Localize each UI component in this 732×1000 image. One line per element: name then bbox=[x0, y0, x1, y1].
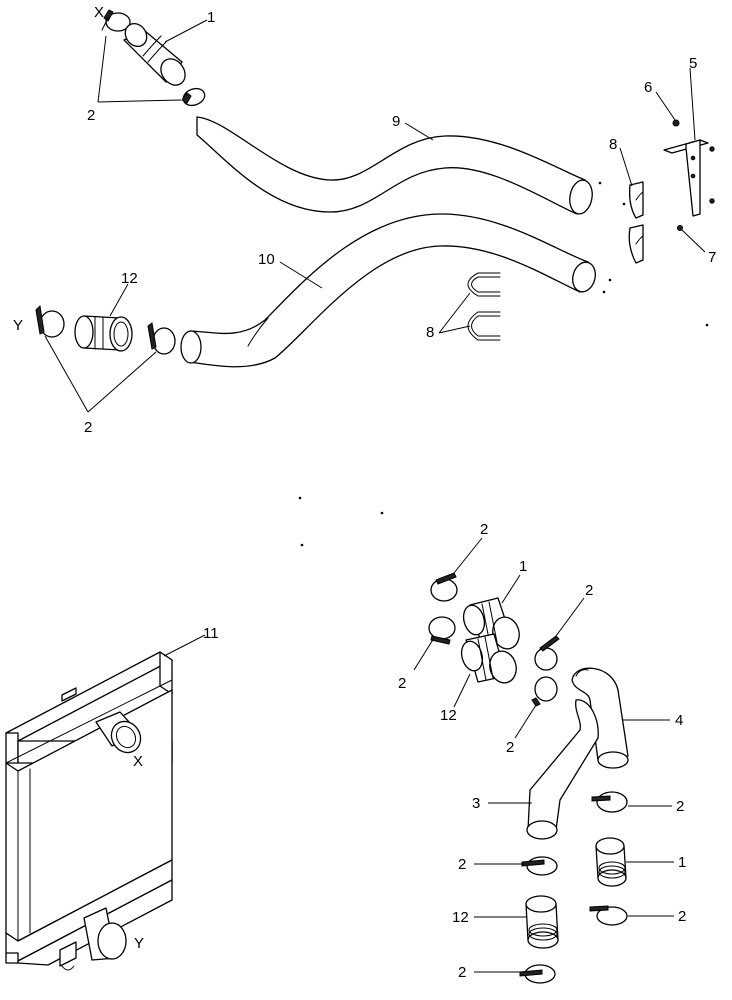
clamp-hose-upper bbox=[181, 87, 206, 107]
leader-11 bbox=[163, 634, 206, 657]
label-8: 8 bbox=[426, 324, 434, 341]
label-2: 2 bbox=[458, 856, 466, 873]
intercooler-outlet-x bbox=[95, 711, 142, 754]
hose-coupling-lower-1 bbox=[462, 597, 520, 650]
u-bolt-upper bbox=[467, 272, 501, 297]
label-7: 7 bbox=[708, 249, 716, 266]
clamp-lower-7 bbox=[589, 905, 628, 926]
clamp-y bbox=[35, 304, 65, 338]
clamp-hose-lower bbox=[147, 322, 176, 355]
bracket bbox=[663, 139, 715, 217]
label-12: 12 bbox=[440, 707, 457, 724]
hose-coupling-top bbox=[123, 22, 186, 86]
label-10: 10 bbox=[258, 251, 275, 268]
label-2: 2 bbox=[480, 521, 488, 538]
label-2: 2 bbox=[458, 964, 466, 981]
hose-coupling-lower-1b bbox=[595, 837, 627, 887]
label-x: X bbox=[94, 4, 104, 21]
hose-coupling-lower-12b bbox=[525, 895, 559, 949]
bolt bbox=[672, 119, 680, 127]
u-bolt-lower bbox=[467, 311, 501, 341]
label-2: 2 bbox=[398, 675, 406, 692]
nut bbox=[677, 225, 683, 231]
leader-lines-upper bbox=[44, 19, 706, 413]
label-6: 6 bbox=[644, 79, 652, 96]
label-11: 11 bbox=[203, 625, 219, 642]
label-2: 2 bbox=[678, 908, 686, 925]
stray-dots bbox=[298, 181, 709, 547]
label-2: 2 bbox=[84, 419, 92, 436]
clamp-lower-2 bbox=[428, 616, 456, 645]
label-2: 2 bbox=[506, 739, 514, 756]
label-5: 5 bbox=[689, 55, 697, 72]
label-12: 12 bbox=[121, 270, 138, 287]
saddle-clamp-lower bbox=[628, 224, 644, 264]
label-8: 8 bbox=[609, 136, 617, 153]
label-1: 1 bbox=[519, 558, 527, 575]
intercooler-outlet-y bbox=[83, 907, 127, 961]
label-4: 4 bbox=[675, 712, 683, 729]
hose-10 bbox=[180, 213, 596, 368]
label-x: X bbox=[133, 753, 143, 770]
elbow-hose-3 bbox=[526, 699, 599, 840]
label-12: 12 bbox=[452, 909, 469, 926]
clamp-lower-4 bbox=[531, 676, 558, 707]
clamp-lower-1 bbox=[430, 572, 458, 602]
clamp-top-x bbox=[101, 9, 131, 32]
label-2: 2 bbox=[676, 798, 684, 815]
clamp-lower-8 bbox=[519, 964, 556, 984]
saddle-clamp-upper bbox=[628, 181, 644, 219]
label-9: 9 bbox=[392, 113, 400, 130]
label-y: Y bbox=[13, 317, 23, 334]
clamp-lower-5 bbox=[591, 791, 628, 813]
intercooler-mount bbox=[59, 941, 77, 971]
label-2: 2 bbox=[585, 582, 593, 599]
clamp-lower-6 bbox=[521, 856, 558, 876]
hose-coupling-lower-12 bbox=[460, 633, 517, 684]
clamp-lower-3 bbox=[534, 635, 560, 671]
label-1: 1 bbox=[678, 854, 686, 871]
elbow-hose-4 bbox=[571, 667, 629, 769]
leader-lines-lower bbox=[413, 537, 674, 973]
label-y: Y bbox=[134, 935, 144, 952]
hose-coupling-12-upper bbox=[74, 315, 133, 352]
label-2: 2 bbox=[87, 107, 95, 124]
label-1: 1 bbox=[207, 9, 215, 26]
hose-9 bbox=[196, 116, 593, 215]
label-3: 3 bbox=[472, 795, 480, 812]
